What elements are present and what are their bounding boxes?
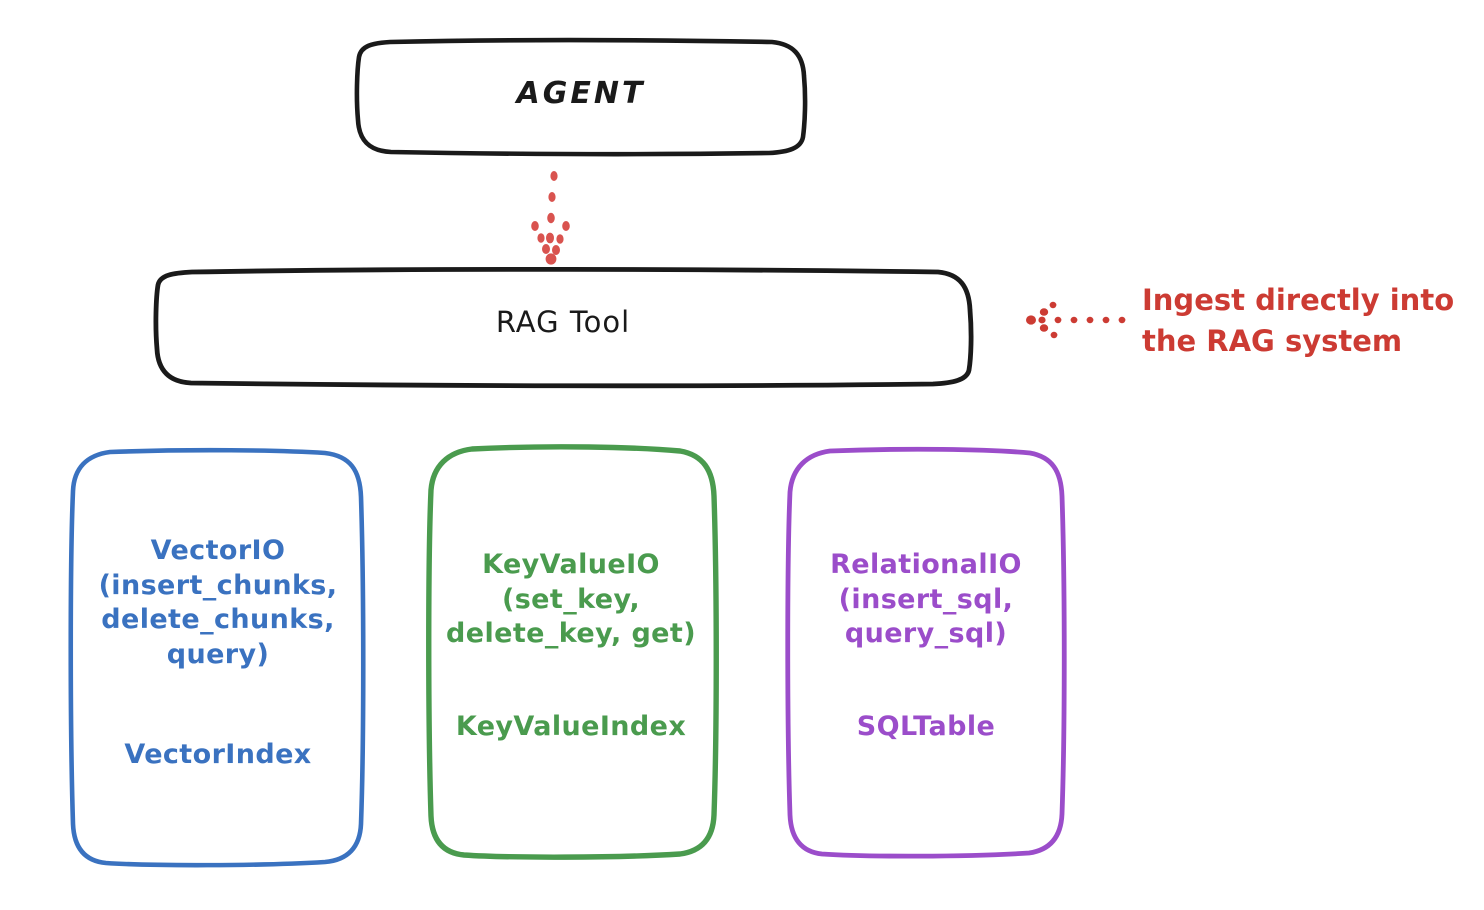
connector-ingest-pointer xyxy=(1026,301,1126,339)
vector-io-box-outline xyxy=(68,447,366,868)
node-agent[interactable] xyxy=(354,37,808,157)
key-value-io-box-outline xyxy=(426,444,719,860)
node-vector-io[interactable] xyxy=(68,447,366,868)
node-key-value-io[interactable] xyxy=(426,444,719,860)
agent-box-outline xyxy=(354,37,808,157)
relational-io-box-outline xyxy=(785,446,1067,859)
node-relational-io[interactable] xyxy=(785,446,1067,859)
connector-agent-to-rag-tool xyxy=(531,171,570,265)
node-rag-tool[interactable] xyxy=(153,266,974,389)
rag-tool-box-outline xyxy=(153,266,974,389)
